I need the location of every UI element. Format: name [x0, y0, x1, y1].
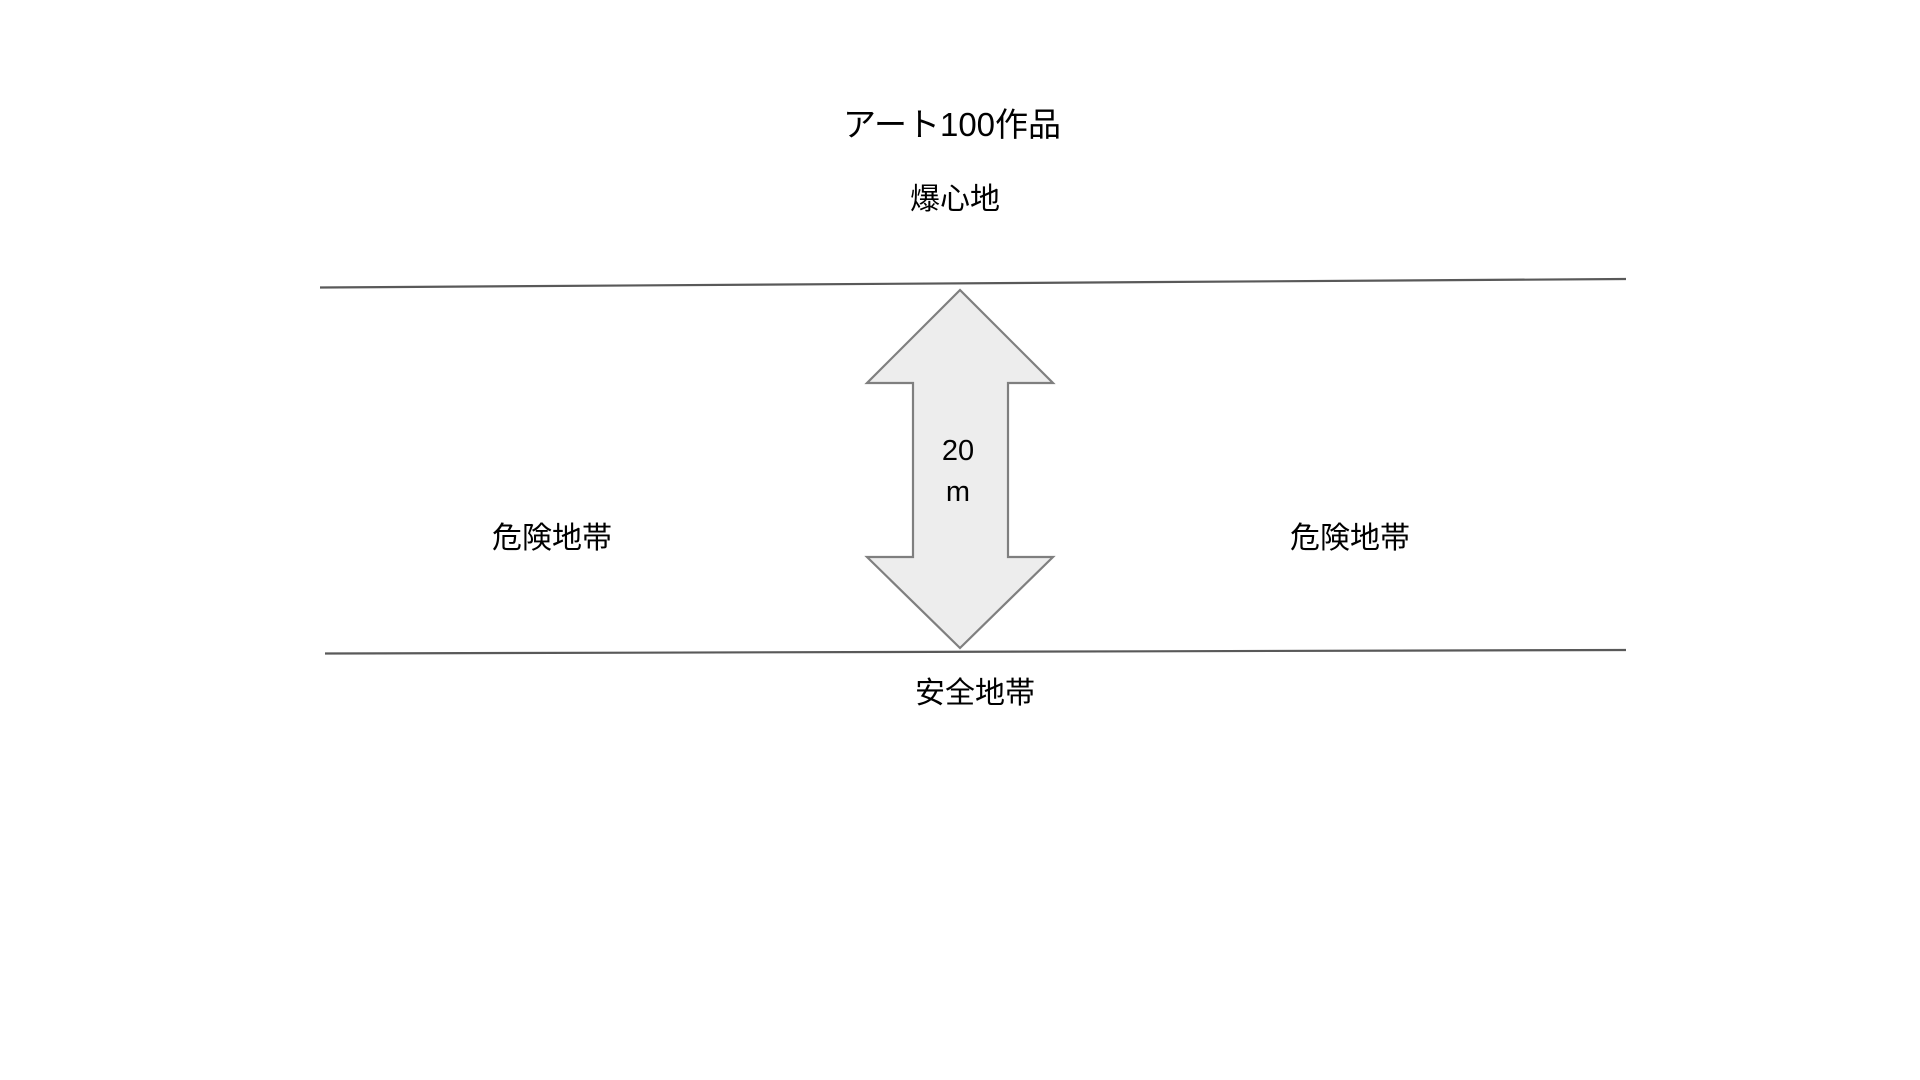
diagram-title: アート100作品 — [842, 106, 1062, 143]
distance-measurement-label: 20 m — [941, 435, 975, 509]
danger-zone-left-label: 危険地帯 — [492, 522, 612, 555]
bottom-boundary-line — [324, 648, 1627, 655]
danger-zone-right-label: 危険地帯 — [1290, 522, 1410, 555]
top-boundary-line — [319, 277, 1627, 289]
hypocenter-label: 爆心地 — [910, 183, 1000, 216]
double-headed-arrow — [864, 288, 1056, 650]
safe-zone-label: 安全地帯 — [915, 677, 1035, 710]
